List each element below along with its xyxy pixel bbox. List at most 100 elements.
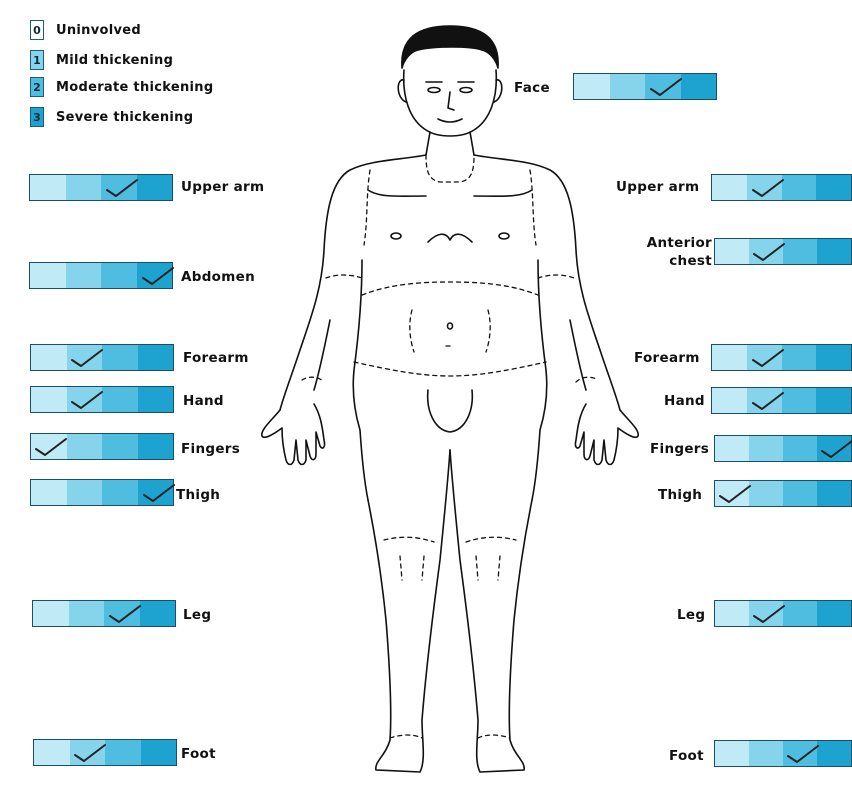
left-upper-arm-scale[interactable] <box>29 174 173 201</box>
checkmark-icon <box>750 176 786 200</box>
scale-segment-3 <box>137 175 173 200</box>
left-abdomen-scale[interactable] <box>29 262 173 289</box>
legend-text: Mild thickening <box>56 53 173 68</box>
right-foot-scale[interactable] <box>714 740 852 767</box>
left-fingers-label: Fingers <box>181 442 240 456</box>
scale-segment-2 <box>102 434 138 459</box>
left-leg-label: Leg <box>183 608 211 622</box>
legend-code-box: 0 <box>30 20 44 40</box>
scale-segment-0 <box>715 741 749 766</box>
checkmark-icon <box>69 346 105 370</box>
left-fingers-scale[interactable] <box>30 433 174 460</box>
scale-segment-0 <box>712 345 747 370</box>
checkmark-icon <box>69 388 105 412</box>
scale-segment-2 <box>783 601 817 626</box>
legend-row-0: 0 Uninvolved <box>30 19 141 41</box>
checkmark-icon <box>751 602 787 626</box>
left-leg-scale[interactable] <box>32 600 176 627</box>
right-face-scale[interactable] <box>573 73 717 100</box>
scale-segment-0 <box>712 175 747 200</box>
checkmark-icon <box>104 176 140 200</box>
scale-segment-0 <box>34 740 70 765</box>
checkmark-icon <box>785 742 821 766</box>
scale-segment-2 <box>783 239 817 264</box>
right-foot-label: Foot <box>669 749 704 763</box>
legend-text: Severe thickening <box>56 110 193 125</box>
scale-segment-2 <box>783 436 817 461</box>
left-upper-arm-label: Upper arm <box>181 180 264 194</box>
scale-segment-2 <box>102 480 138 505</box>
checkmark-icon <box>107 602 143 626</box>
right-anterior-chest-scale[interactable] <box>714 238 852 265</box>
scale-segment-3 <box>681 74 717 99</box>
scale-segment-2 <box>105 740 141 765</box>
scale-segment-0 <box>31 480 67 505</box>
scale-segment-3 <box>817 601 851 626</box>
right-upper-arm-label: Upper arm <box>616 180 699 194</box>
scale-segment-1 <box>610 74 646 99</box>
legend-code-box: 1 <box>30 50 44 70</box>
scale-segment-0 <box>715 601 749 626</box>
right-fingers-scale[interactable] <box>714 435 852 462</box>
scale-segment-0 <box>30 175 66 200</box>
scale-segment-3 <box>138 345 174 370</box>
checkmark-icon <box>750 346 786 370</box>
right-thigh-scale[interactable] <box>714 480 852 507</box>
right-leg-label: Leg <box>677 608 705 622</box>
scale-segment-0 <box>715 436 749 461</box>
scale-segment-3 <box>138 387 174 412</box>
checkmark-icon <box>819 437 852 461</box>
legend-row-2: 2 Moderate thickening <box>30 76 213 98</box>
scale-segment-3 <box>816 175 851 200</box>
body-outline-figure <box>250 20 650 785</box>
scale-segment-1 <box>66 263 102 288</box>
checkmark-icon <box>751 240 787 264</box>
right-forearm-scale[interactable] <box>711 344 852 371</box>
right-leg-scale[interactable] <box>714 600 852 627</box>
scale-segment-2 <box>783 481 817 506</box>
checkmark-icon <box>72 741 108 765</box>
scale-segment-1 <box>66 175 102 200</box>
right-anterior-chest-label: Anterior chest <box>620 234 712 270</box>
left-thigh-label: Thigh <box>176 488 220 502</box>
right-face-label: Face <box>514 81 550 95</box>
scale-segment-2 <box>782 345 817 370</box>
checkmark-icon <box>750 389 786 413</box>
scale-segment-0 <box>31 345 67 370</box>
legend-text: Uninvolved <box>56 23 141 38</box>
right-forearm-label: Forearm <box>634 351 700 365</box>
scale-segment-0 <box>31 387 67 412</box>
scale-segment-1 <box>749 436 783 461</box>
left-forearm-scale[interactable] <box>30 344 174 371</box>
left-thigh-scale[interactable] <box>30 479 174 506</box>
scale-segment-0 <box>574 74 610 99</box>
checkmark-icon <box>141 481 177 505</box>
left-abdomen-label: Abdomen <box>181 270 255 284</box>
scale-segment-0 <box>30 263 66 288</box>
legend-code-box: 2 <box>30 77 44 97</box>
scale-segment-3 <box>138 434 174 459</box>
scale-segment-1 <box>749 481 783 506</box>
checkmark-icon <box>33 435 69 459</box>
legend-text: Moderate thickening <box>56 80 213 95</box>
scale-segment-0 <box>33 601 69 626</box>
scale-segment-2 <box>101 263 137 288</box>
scale-segment-1 <box>69 601 105 626</box>
scale-segment-1 <box>749 741 783 766</box>
right-upper-arm-scale[interactable] <box>711 174 852 201</box>
right-thigh-label: Thigh <box>658 488 702 502</box>
scale-segment-2 <box>782 175 817 200</box>
scale-segment-3 <box>817 481 851 506</box>
scale-segment-0 <box>715 239 749 264</box>
right-hand-scale[interactable] <box>711 387 852 414</box>
left-foot-label: Foot <box>181 747 216 761</box>
left-foot-scale[interactable] <box>33 739 177 766</box>
scale-segment-3 <box>817 741 851 766</box>
scale-segment-3 <box>817 239 851 264</box>
scale-segment-0 <box>712 388 747 413</box>
right-hand-label: Hand <box>664 394 705 408</box>
left-hand-scale[interactable] <box>30 386 174 413</box>
scale-segment-3 <box>816 345 851 370</box>
scale-segment-1 <box>67 480 103 505</box>
scale-segment-2 <box>102 345 138 370</box>
